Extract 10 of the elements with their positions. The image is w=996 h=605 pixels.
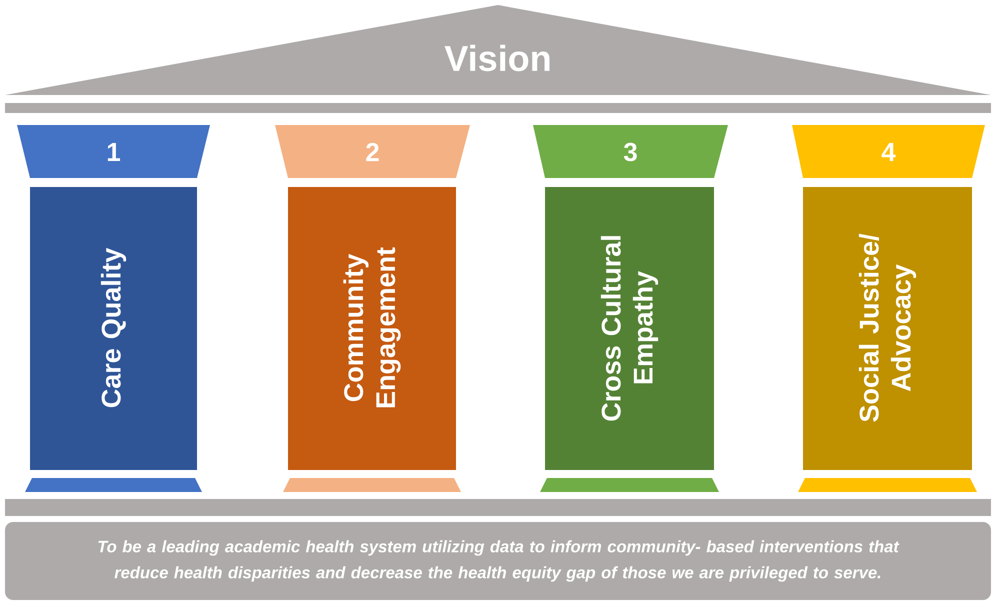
pillar-capital: 2 — [275, 125, 470, 178]
pillar-capital: 4 — [792, 125, 985, 178]
pillar-shaft: Community Engagement — [283, 187, 461, 492]
pillar-shaft: Cross Cultural Empathy — [540, 187, 719, 492]
vision-statement-box: To be a leading academic health system utilizing data to inform community- based interventions that reduce health disparities and decrease the health equity gap of those we are privileged to serve. — [5, 499, 991, 600]
pillar-capital: 1 — [17, 125, 210, 178]
pillar-shaft: Care Quality — [25, 187, 202, 492]
pillar-capital: 3 — [533, 125, 728, 178]
roof-triangle: Vision — [5, 5, 991, 113]
pillar-shaft: Social Justice/ Advocacy — [798, 187, 977, 492]
